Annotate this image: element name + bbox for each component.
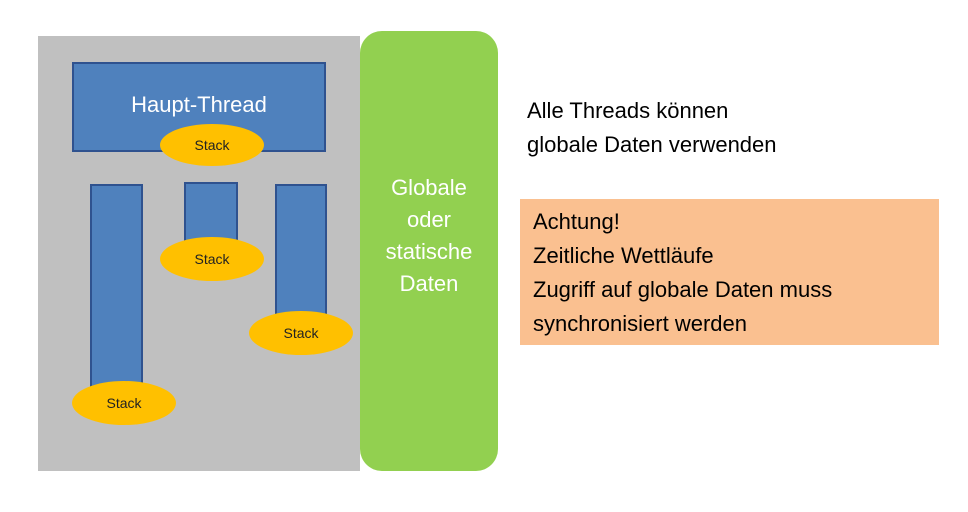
warning-line-1: Achtung! (533, 209, 620, 234)
info-text: Alle Threads können globale Daten verwen… (527, 98, 777, 157)
stack-thread-1: Stack (72, 381, 176, 425)
stack-label: Stack (194, 251, 230, 267)
global-data-box: Globale oder statische Daten (360, 31, 498, 471)
warning-line-3: Zugriff auf globale Daten muss (533, 277, 833, 302)
stack-main-thread: Stack (160, 124, 264, 166)
warning-box: Achtung! Zeitliche Wettläufe Zugriff auf… (520, 199, 939, 345)
stack-label: Stack (283, 325, 319, 341)
main-thread-label: Haupt-Thread (131, 92, 267, 117)
warning-line-2: Zeitliche Wettläufe (533, 243, 714, 268)
stack-thread-3: Stack (249, 311, 353, 355)
thread-block-1 (90, 184, 143, 394)
global-data-label: Globale oder statische Daten (385, 175, 473, 296)
stack-label: Stack (106, 395, 142, 411)
stack-label: Stack (194, 137, 230, 153)
warning-line-4: synchronisiert werden (533, 311, 747, 336)
stack-thread-2: Stack (160, 237, 264, 281)
thread-block-3 (275, 184, 327, 326)
